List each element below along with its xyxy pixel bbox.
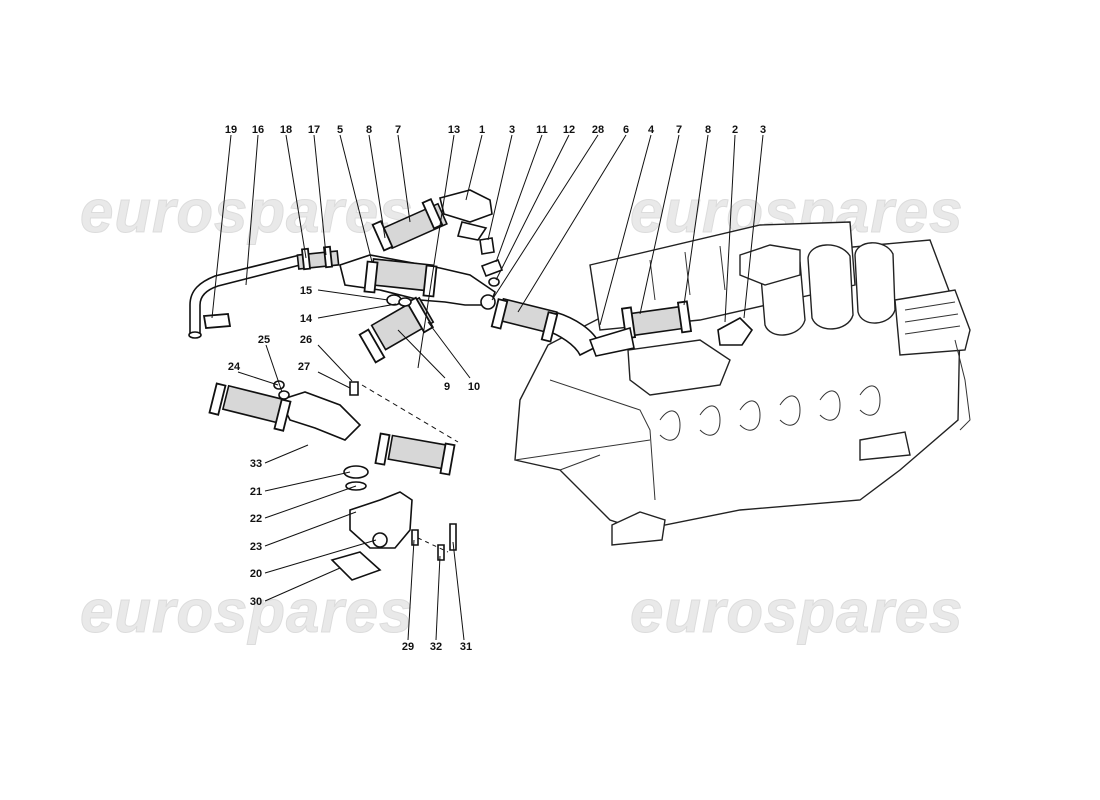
callout-11: 11 <box>536 124 548 136</box>
callout-5: 5 <box>337 124 343 136</box>
callout-33: 33 <box>250 458 262 470</box>
thermostat-housing-23 <box>349 491 413 549</box>
upper-hose-clamp-2 <box>371 219 394 252</box>
pipe-end <box>188 331 202 339</box>
elbow-fitting <box>439 189 493 223</box>
gasket-30 <box>330 551 382 581</box>
watermark-bottom-left: eurospares <box>80 578 414 645</box>
connector-4 <box>588 326 635 357</box>
hose-right-lower-clamp-2 <box>439 442 456 476</box>
watermark-top-left: eurospares <box>80 178 414 245</box>
fitting-11 <box>480 258 504 278</box>
lower-hose-clamp-2 <box>358 328 386 364</box>
callout-19: 19 <box>225 124 237 136</box>
elbow-flange <box>456 221 488 241</box>
bolt-31 <box>449 523 457 551</box>
callout-16: 16 <box>252 124 264 136</box>
washer-32 <box>437 544 445 561</box>
nut-25 <box>278 390 290 400</box>
hose-6-clamp-2 <box>540 311 559 343</box>
callout-10: 10 <box>468 381 480 393</box>
engine-block <box>514 221 971 546</box>
flange-2 <box>717 317 754 346</box>
callout-18: 18 <box>280 124 292 136</box>
watermark-bottom-right: eurospares <box>630 578 964 645</box>
hose-6-clamp-1 <box>490 298 509 330</box>
callout-6: 6 <box>623 124 629 136</box>
hose-left-lower-clamp-2 <box>273 398 292 432</box>
manifold-clamp-1 <box>363 260 379 294</box>
small-hose-clamp-1 <box>300 247 312 271</box>
callout-3: 3 <box>509 124 515 136</box>
callout-12: 12 <box>563 124 575 136</box>
callout-labels: 19 16 18 17 5 8 7 13 1 3 11 12 28 6 4 7 … <box>225 124 766 653</box>
water-tube-33 <box>278 391 362 441</box>
callout-29: 29 <box>402 641 414 653</box>
outlet-ring <box>480 294 496 310</box>
leader-lines <box>211 134 764 641</box>
hose-right-lower <box>387 434 448 470</box>
callout-15: 15 <box>300 285 312 297</box>
washer-12 <box>488 277 500 287</box>
hose-4-clamp-2 <box>676 300 693 334</box>
callout-31: 31 <box>460 641 472 653</box>
hose-left-lower-clamp-1 <box>208 382 227 416</box>
callout-26: 26 <box>300 334 312 346</box>
callout-28: 28 <box>592 124 604 136</box>
thermostat-21 <box>343 465 369 479</box>
callout-1: 1 <box>479 124 485 136</box>
hose-left-lower <box>221 384 284 424</box>
upper-hose-clamp-1 <box>421 197 444 230</box>
callout-23: 23 <box>250 541 262 553</box>
bolt-29 <box>411 529 419 546</box>
callout-13: 13 <box>448 124 460 136</box>
callout-8: 8 <box>366 124 372 136</box>
callout-22: 22 <box>250 513 262 525</box>
callout-25: 25 <box>258 334 270 346</box>
lower-hose-clamp-1 <box>405 296 435 334</box>
callout-2: 2 <box>732 124 738 136</box>
callout-17: 17 <box>308 124 320 136</box>
callout-32: 32 <box>430 641 442 653</box>
washer-24 <box>273 380 285 390</box>
callout-3b: 3 <box>760 124 766 136</box>
callout-14: 14 <box>300 313 313 325</box>
hose-right-lower-clamp-1 <box>374 432 391 466</box>
callout-21: 21 <box>250 486 262 498</box>
parts-assembly <box>188 189 754 581</box>
watermarks: eurospares eurospares eurospares eurospa… <box>80 178 964 646</box>
bolt-3 <box>479 237 495 255</box>
callout-27: 27 <box>298 361 310 373</box>
callout-4: 4 <box>648 124 655 136</box>
manifold-clamp-2 <box>422 264 438 298</box>
callout-9: 9 <box>444 381 450 393</box>
pipe-clip <box>202 313 232 329</box>
housing-outlet <box>372 532 388 548</box>
callout-8b: 8 <box>705 124 711 136</box>
callout-20: 20 <box>250 568 262 580</box>
watermark-top-right: eurospares <box>630 178 964 245</box>
washer-15 <box>398 297 412 307</box>
callout-30: 30 <box>250 596 262 608</box>
callout-7b: 7 <box>676 124 682 136</box>
callout-7: 7 <box>395 124 401 136</box>
callout-24: 24 <box>228 361 241 373</box>
bleed-screw-27 <box>349 381 359 396</box>
